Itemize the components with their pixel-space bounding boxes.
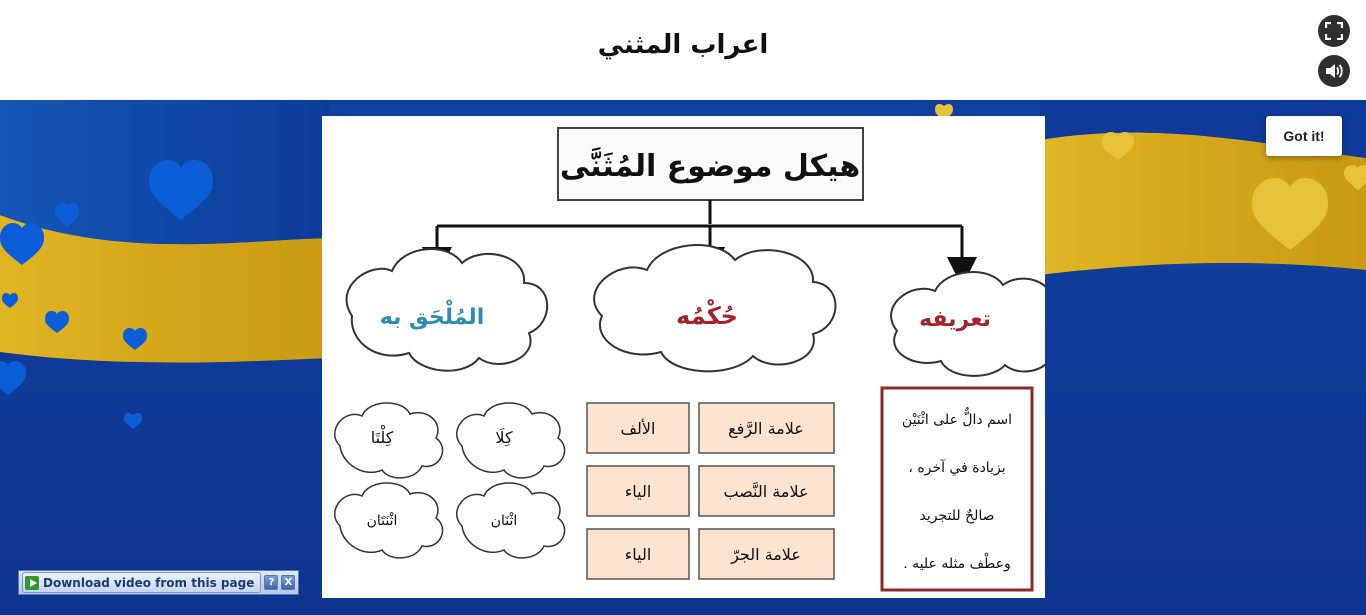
definition-line-4: وعطْف مثله عليه . <box>903 553 1010 572</box>
diagram-heading: هيكل موضوع المُثَنَّى <box>560 147 860 184</box>
download-video-bar: Download video from this page ? X <box>18 570 299 595</box>
heart-decoration-left <box>0 160 213 429</box>
speaker-icon <box>1326 64 1343 78</box>
rule-value-jarr: الياء <box>625 545 652 564</box>
attached-ithnatan: اثْنَتَان <box>367 512 398 529</box>
got-it-button[interactable]: Got it! <box>1266 116 1342 156</box>
attached-kila: كِلَا <box>495 427 513 447</box>
definition-line-1: اسم دالٌّ على اثْنَيْن <box>902 407 1012 428</box>
small-cloud-ithnatan <box>334 482 444 559</box>
play-icon <box>25 575 39 590</box>
page-title: اعراب المثني <box>597 30 769 60</box>
small-cloud-kilta <box>334 402 444 479</box>
download-video-label: Download video from this page <box>43 575 255 590</box>
rule-label-nasb: علامة النَّصب <box>723 481 808 501</box>
download-video-button[interactable]: Download video from this page <box>22 572 262 593</box>
fullscreen-button[interactable] <box>1318 15 1350 47</box>
sound-button[interactable] <box>1318 55 1350 87</box>
small-cloud-ithnan <box>456 482 566 559</box>
heart-decoration-right <box>935 104 1366 250</box>
cloud-attached-label: المُلْحَق به <box>380 300 484 330</box>
rule-label-raf: علامة الرَّفع <box>728 419 804 439</box>
cloud-definition-label: تعريفه <box>919 307 991 332</box>
definition-line-3: صالحٌ للتجريد <box>919 508 994 524</box>
rule-value-nasb: الياء <box>625 482 652 501</box>
attached-kilta: كِلْتَا <box>371 425 394 447</box>
lesson-diagram: هيكل موضوع المُثَنَّى المُلْحَق به حُكْم… <box>322 116 1045 598</box>
cloud-attached <box>345 248 549 372</box>
attached-ithnan: اثْنَان <box>491 512 518 529</box>
help-button[interactable]: ? <box>264 575 279 590</box>
cloud-definition <box>890 271 1045 377</box>
heading-box <box>557 127 864 201</box>
definition-line-2: بزيادة في آخره ، <box>908 459 1005 476</box>
definition-box <box>880 386 1034 592</box>
cloud-ruling-label: حُكْمُه <box>676 299 738 330</box>
rule-label-jarr: علامة الجرّ <box>730 545 801 565</box>
rule-value-raf: الألف <box>620 418 655 438</box>
close-download-bar-button[interactable]: X <box>281 575 296 590</box>
header-bar: اعراب المثني <box>0 0 1366 100</box>
fullscreen-icon <box>1325 22 1343 40</box>
cloud-ruling <box>593 244 837 373</box>
small-cloud-kila <box>456 402 566 479</box>
